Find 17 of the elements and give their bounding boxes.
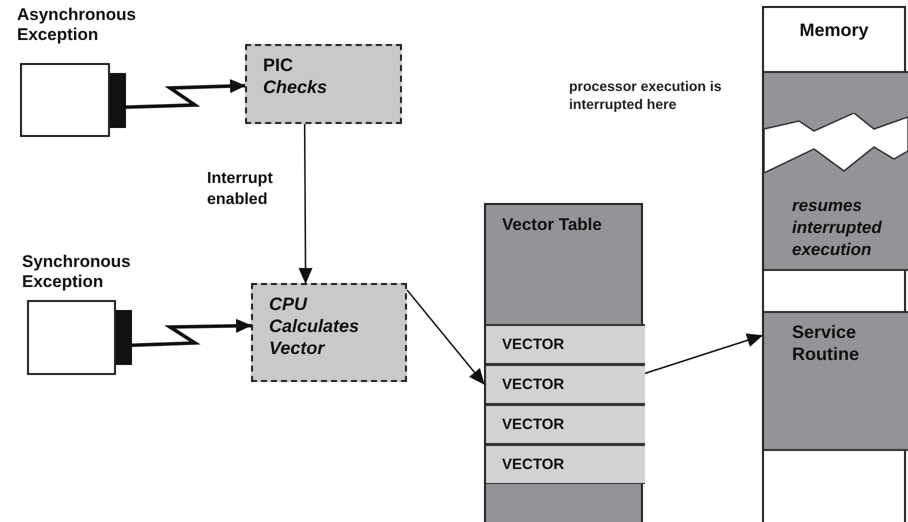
table-row: VECTOR bbox=[486, 324, 645, 364]
process-box: PIC Checks bbox=[245, 44, 402, 124]
process-box: CPU Calculates Vector bbox=[251, 283, 407, 382]
signal-arrow bbox=[132, 318, 252, 347]
note-text: processor execution is interrupted here bbox=[569, 77, 723, 113]
memory-region: Service Routine bbox=[764, 311, 908, 451]
device-heading: Asynchronous Exception bbox=[17, 5, 138, 45]
table-row: VECTOR bbox=[486, 444, 645, 484]
device-heading: Synchronous Exception bbox=[22, 252, 132, 292]
vector-table: Vector Table VECTOR VECTOR VECTOR VECTOR bbox=[484, 203, 643, 522]
signal-arrow bbox=[126, 79, 246, 109]
arrow bbox=[298, 124, 312, 284]
table-row: VECTOR bbox=[486, 364, 645, 404]
table-row: VECTOR bbox=[486, 404, 645, 444]
arrow bbox=[406, 289, 485, 385]
memory-column: Memory resumes interrupted execution Service Routine bbox=[762, 6, 906, 522]
memory-region: resumes interrupted execution bbox=[764, 71, 908, 271]
